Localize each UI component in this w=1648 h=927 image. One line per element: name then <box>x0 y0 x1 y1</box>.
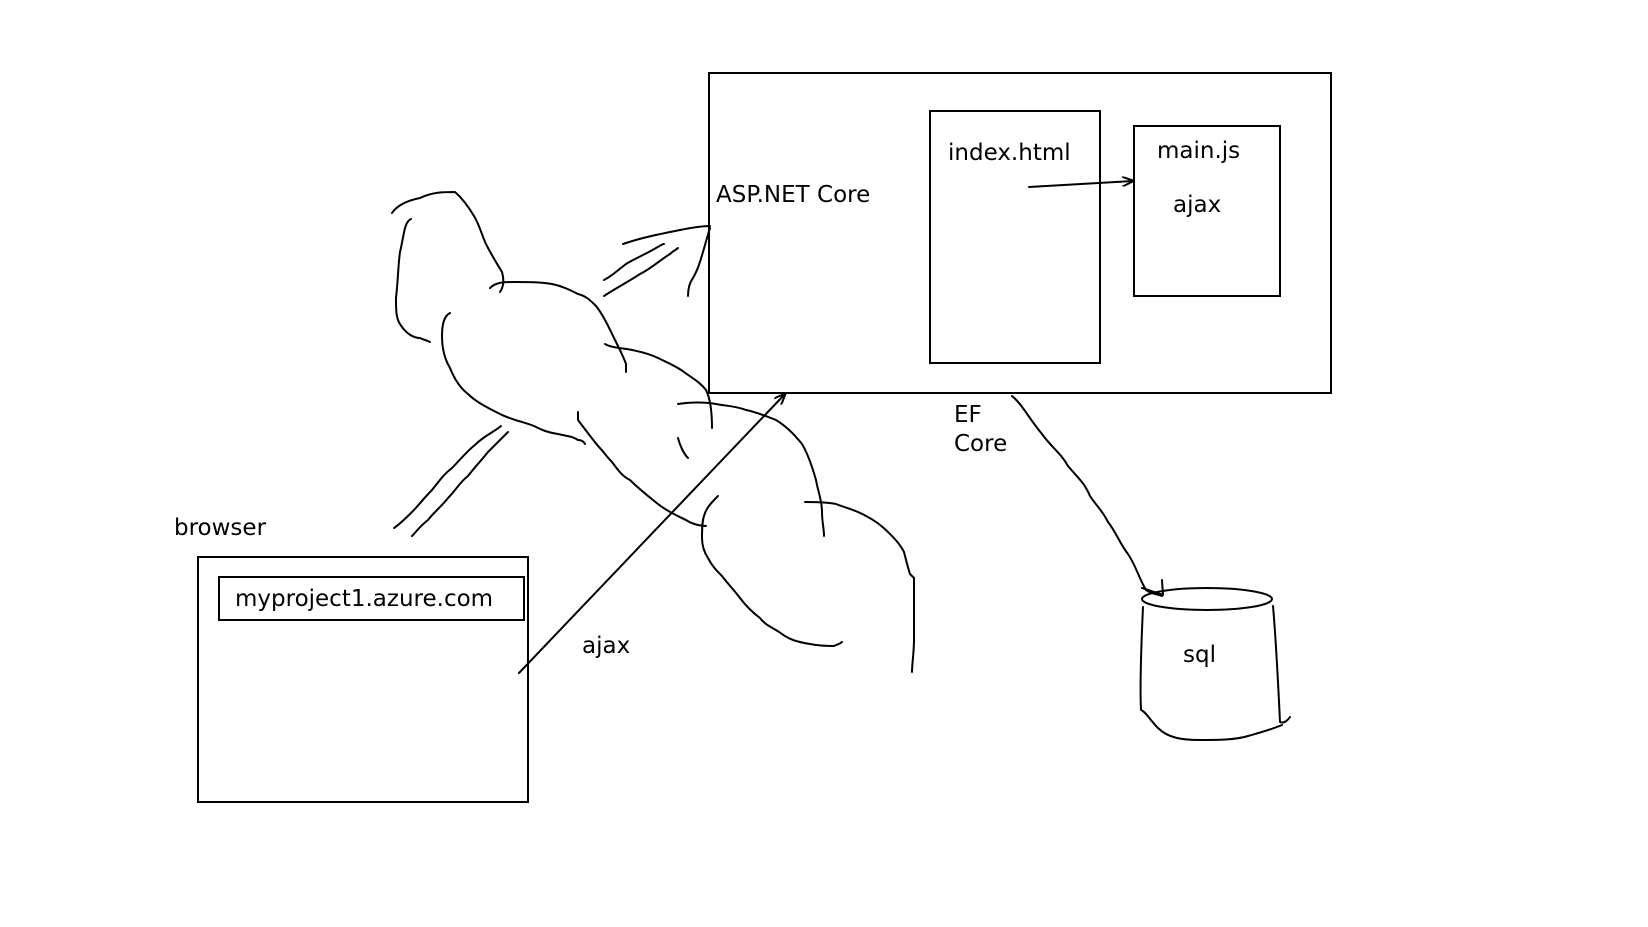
hand-drawn-sketch <box>391 191 916 673</box>
ef-core-label-line2: Core <box>954 431 1008 457</box>
aspnet-core-label: ASP.NET Core <box>716 182 871 208</box>
ef-core-label-line1: EF <box>954 402 982 428</box>
index-html-box <box>929 110 1101 364</box>
ajax-request-label: ajax <box>582 633 631 659</box>
server-to-sql-arrow <box>1011 395 1163 597</box>
ajax-request-arrow <box>518 394 785 674</box>
sql-database-cylinder-icon <box>1139 587 1291 741</box>
address-bar <box>218 576 525 621</box>
browser-window-box <box>197 556 529 803</box>
index-to-mainjs-arrow <box>1028 181 1133 188</box>
browser-label: browser <box>174 515 267 541</box>
browser-url-text: myproject1.azure.com <box>235 586 494 612</box>
main-js-label: main.js <box>1157 138 1241 164</box>
server-to-sql-arrowhead <box>1141 579 1164 596</box>
index-html-label: index.html <box>948 140 1071 166</box>
main-js-box <box>1133 125 1281 297</box>
sql-label: sql <box>1183 642 1216 668</box>
main-js-ajax-label: ajax <box>1173 192 1222 218</box>
